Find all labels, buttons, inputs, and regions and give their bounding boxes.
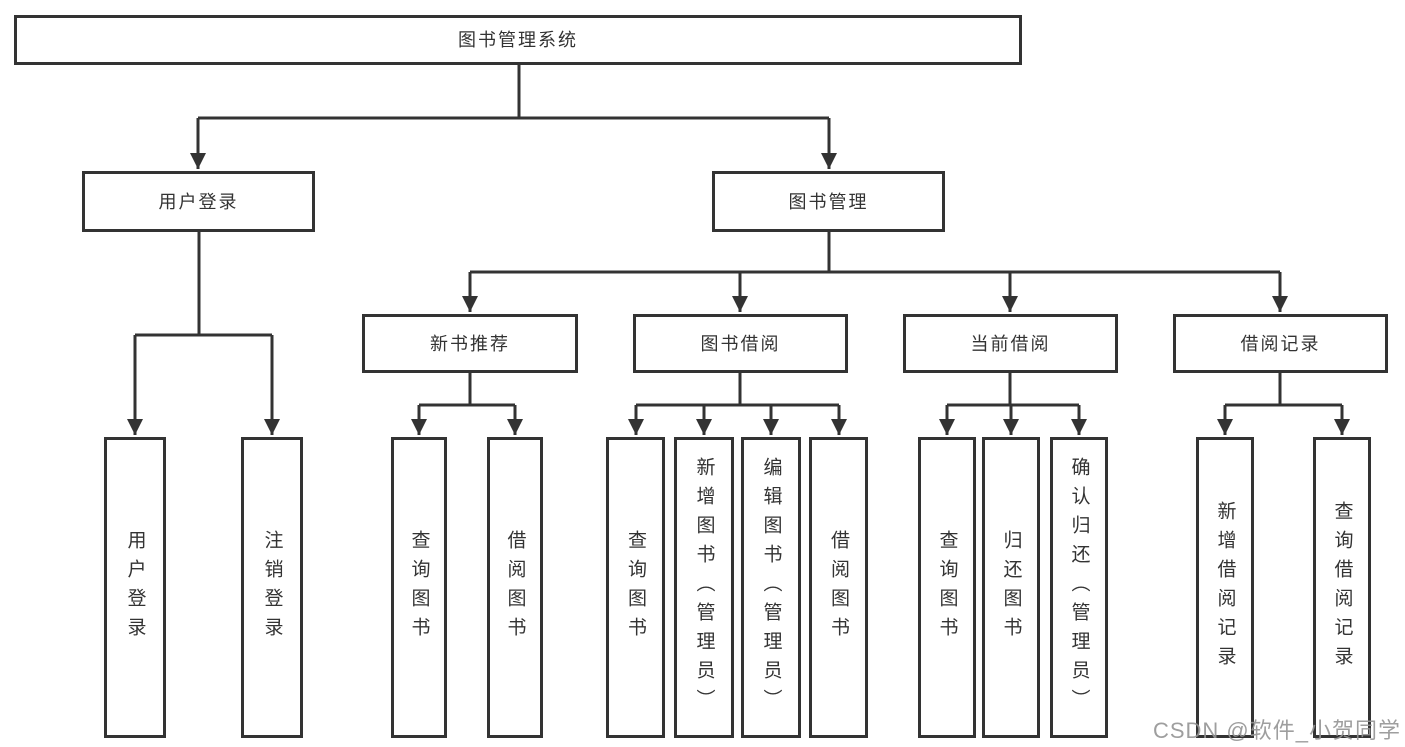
branch-user-login (127, 232, 280, 435)
branch-borrow-records (1217, 373, 1350, 435)
node-book-management-branch: 图书管理 (712, 171, 945, 232)
node-logout-leaf: 注销登录 (241, 437, 303, 738)
node-current-borrow: 当前借阅 (903, 314, 1118, 373)
node-borrow-books-recommend: 借阅图书 (487, 437, 543, 738)
node-book-borrow: 图书借阅 (633, 314, 848, 373)
node-user-login-leaf: 用户登录 (104, 437, 166, 738)
node-borrow-records: 借阅记录 (1173, 314, 1388, 373)
node-query-borrow-record: 查询借阅记录 (1313, 437, 1371, 738)
node-query-books-borrow: 查询图书 (606, 437, 665, 738)
node-library-management-system: 图书管理系统 (14, 15, 1022, 65)
node-edit-book-admin: 编辑图书（管理员） (741, 437, 801, 738)
branch-root (190, 65, 837, 169)
node-return-books: 归还图书 (982, 437, 1040, 738)
branch-current-borrow (939, 373, 1087, 435)
node-new-book-recommend: 新书推荐 (362, 314, 578, 373)
node-query-books-current: 查询图书 (918, 437, 976, 738)
node-add-borrow-record: 新增借阅记录 (1196, 437, 1254, 738)
node-user-login-branch: 用户登录 (82, 171, 315, 232)
node-confirm-return-admin: 确认归还（管理员） (1050, 437, 1108, 738)
branch-book-borrow (628, 373, 847, 435)
branch-book-management (462, 232, 1288, 312)
watermark: CSDN @软件_小贺同学 (1152, 718, 1401, 743)
node-add-book-admin: 新增图书（管理员） (674, 437, 734, 738)
node-query-books-recommend: 查询图书 (391, 437, 447, 738)
branch-new-book-recommend (411, 373, 523, 435)
node-borrow-books-leaf: 借阅图书 (809, 437, 868, 738)
